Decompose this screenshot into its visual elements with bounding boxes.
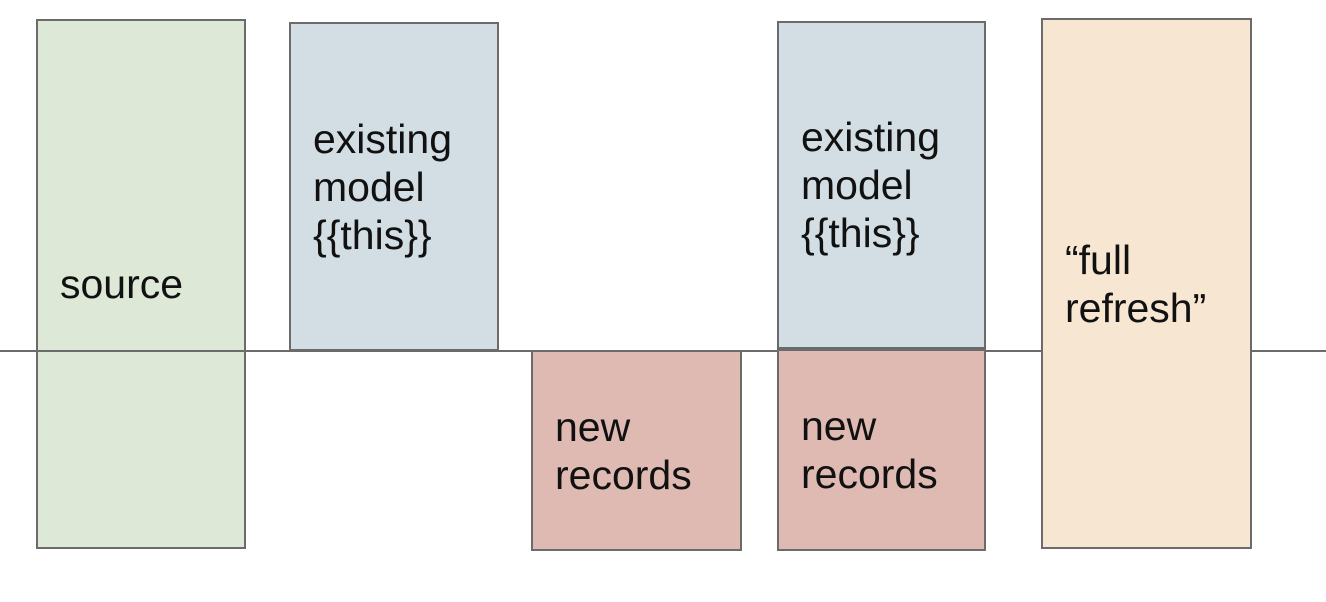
box-full-refresh-label: “full refresh” — [1065, 236, 1207, 331]
box-source-label: source — [60, 261, 184, 307]
box-existing-model-2: existing model {{this}} — [777, 21, 986, 349]
box-new-records-2: new records — [777, 349, 986, 551]
box-source: source — [36, 19, 246, 549]
box-full-refresh: “full refresh” — [1041, 18, 1252, 549]
box-new-records-1-label: new records — [555, 403, 692, 498]
box-new-records-2-label: new records — [801, 403, 938, 497]
box-existing-model-1-label: existing model {{this}} — [313, 115, 453, 258]
box-existing-model-1: existing model {{this}} — [289, 22, 499, 351]
box-existing-model-2-label: existing model {{this}} — [801, 114, 941, 256]
box-new-records-1: new records — [531, 350, 742, 551]
